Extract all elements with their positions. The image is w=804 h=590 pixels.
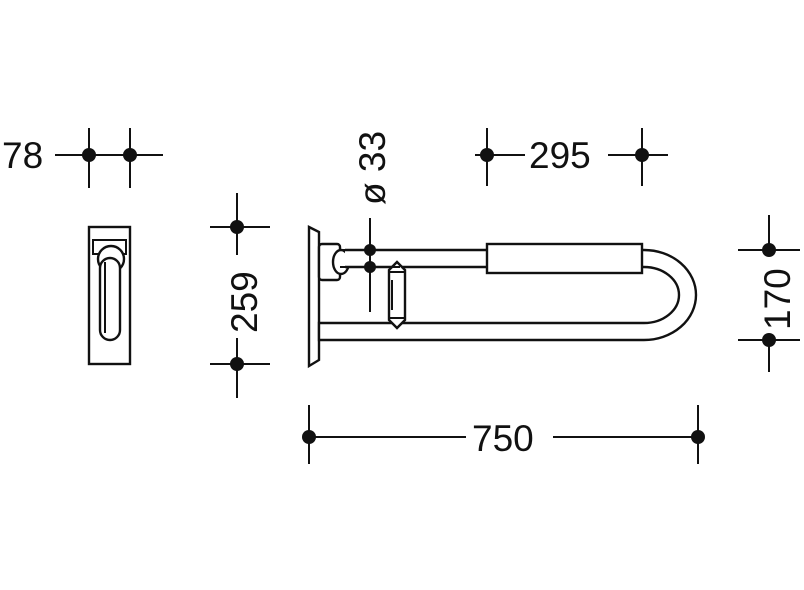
side-view-rail bbox=[98, 256, 122, 342]
dimension-dot bbox=[230, 357, 244, 371]
dimension-dot bbox=[762, 243, 776, 257]
dimension-dot bbox=[691, 430, 705, 444]
dimension-dot bbox=[123, 148, 137, 162]
dimension-750: 750 bbox=[302, 405, 705, 464]
front-view bbox=[307, 225, 698, 369]
dimension-label-78: 78 bbox=[2, 135, 43, 176]
grab-bar-outer bbox=[317, 248, 698, 342]
dimension-label-diameter: ø 33 bbox=[352, 131, 393, 205]
dimension-dot bbox=[82, 148, 96, 162]
dimension-dot bbox=[230, 220, 244, 234]
dimension-label-170: 170 bbox=[757, 268, 798, 330]
lock-element bbox=[387, 260, 407, 330]
grip-sleeve bbox=[485, 242, 644, 275]
dimension-label-259: 259 bbox=[224, 271, 265, 333]
dimension-78: 78 bbox=[0, 128, 163, 188]
dimension-dot bbox=[364, 261, 376, 273]
wall-plate bbox=[307, 225, 321, 369]
dimension-label-295: 295 bbox=[529, 135, 591, 176]
dimension-295: 295 bbox=[475, 128, 668, 186]
dimension-dot bbox=[762, 333, 776, 347]
dimension-dot bbox=[302, 430, 316, 444]
dimension-170: 170 bbox=[738, 215, 800, 372]
dimension-dot bbox=[480, 148, 494, 162]
dimension-259: 259 bbox=[210, 193, 270, 398]
dimension-diameter: ø 33 bbox=[340, 131, 400, 312]
side-view bbox=[87, 225, 132, 366]
dimension-dot bbox=[635, 148, 649, 162]
dimension-dot bbox=[364, 244, 376, 256]
dimension-label-750: 750 bbox=[472, 418, 534, 459]
